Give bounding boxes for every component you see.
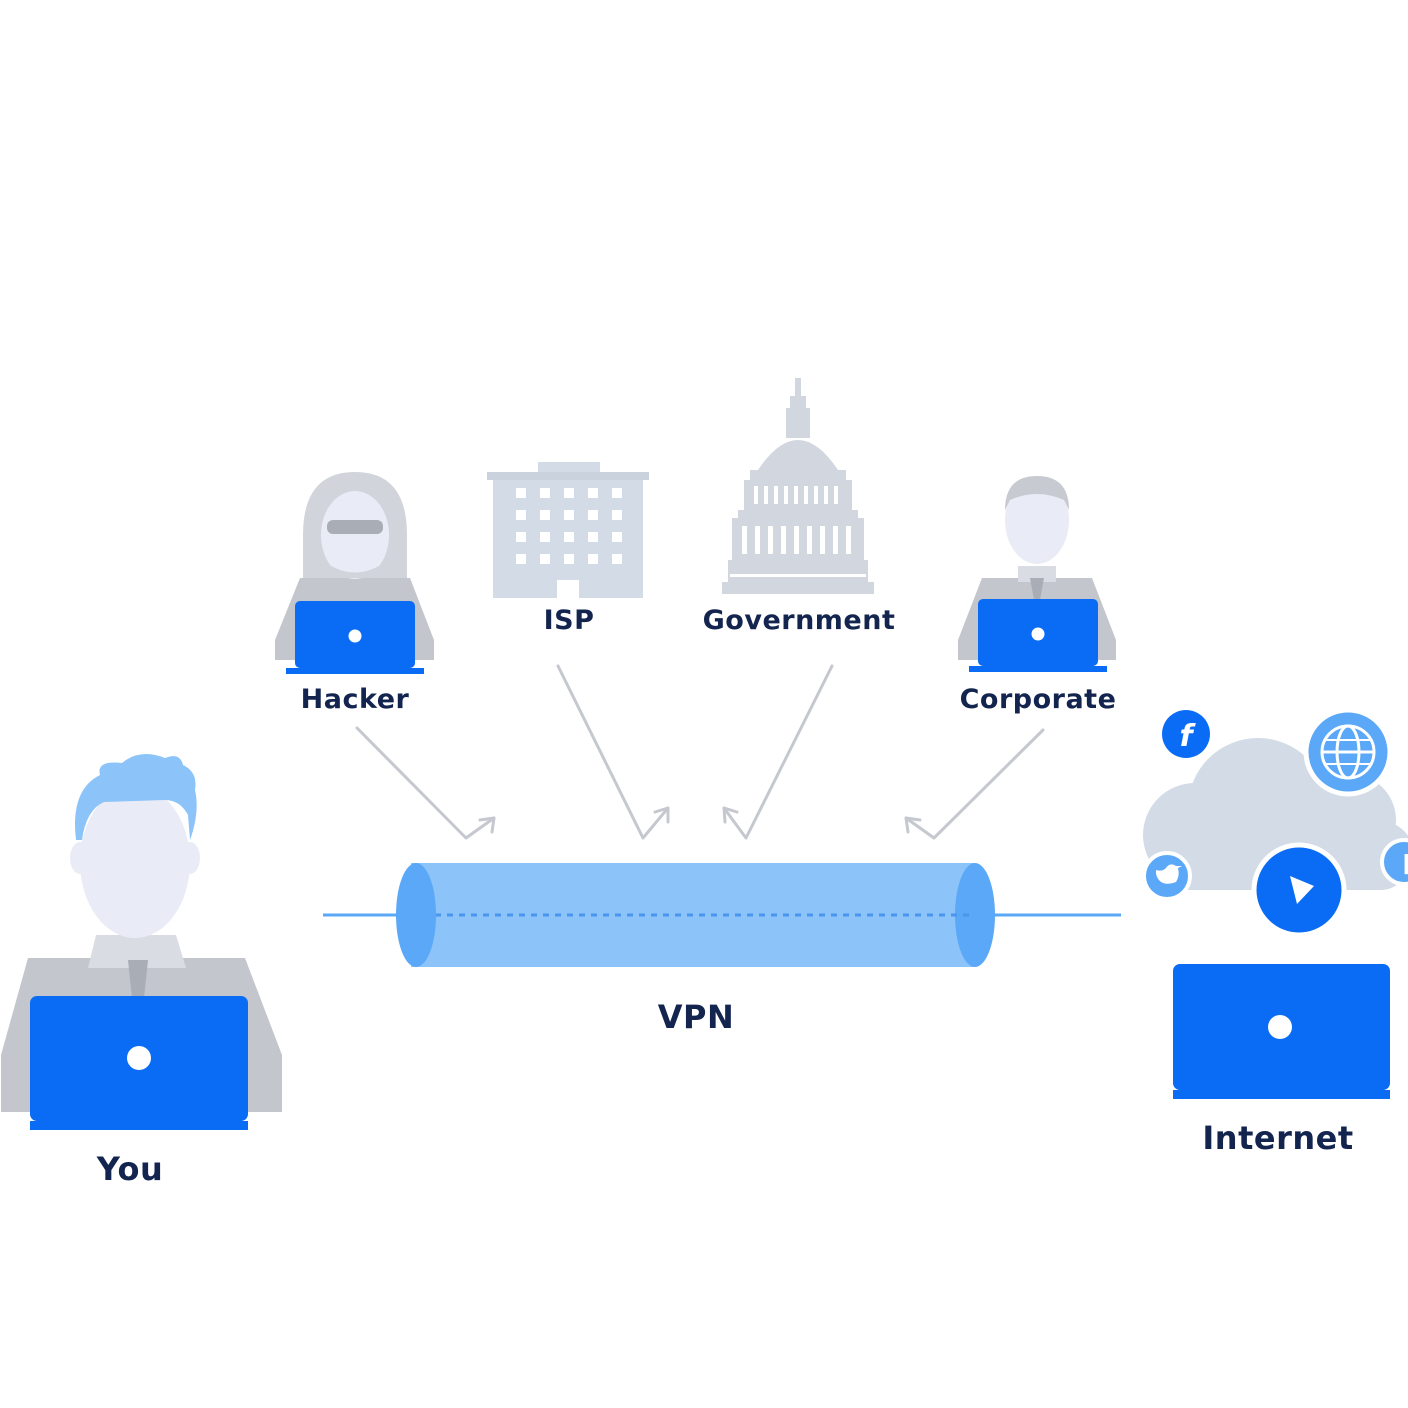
you-figure — [1, 754, 282, 1130]
hacker-figure — [275, 472, 434, 674]
play-icon — [1251, 842, 1347, 938]
vpn-label: VPN — [657, 998, 735, 1036]
government-label: Government — [702, 605, 896, 636]
snooping-arrows — [355, 664, 1045, 840]
you-label: You — [96, 1150, 164, 1188]
twitter-icon — [1142, 851, 1192, 901]
globe-icon — [1303, 707, 1393, 797]
facebook-icon — [1162, 710, 1210, 758]
corporate-figure — [958, 476, 1116, 672]
arrow-corporate — [904, 728, 1045, 840]
internet-cloud: f M — [1142, 707, 1408, 1099]
internet-label: Internet — [1202, 1119, 1354, 1157]
isp-building-icon — [487, 462, 649, 598]
arrow-isp — [556, 664, 670, 840]
isp-label: ISP — [543, 605, 595, 636]
facebook-glyph: f — [1179, 719, 1196, 754]
hacker-label: Hacker — [300, 684, 410, 715]
hair — [75, 754, 197, 840]
medium-icon: M — [1380, 838, 1408, 886]
svg-text:M: M — [1402, 848, 1408, 881]
vpn-tunnel — [323, 863, 1121, 967]
corporate-label: Corporate — [959, 684, 1117, 715]
arrow-government — [722, 664, 834, 840]
capitol-building-icon — [722, 378, 874, 594]
arrow-hacker — [355, 726, 496, 840]
